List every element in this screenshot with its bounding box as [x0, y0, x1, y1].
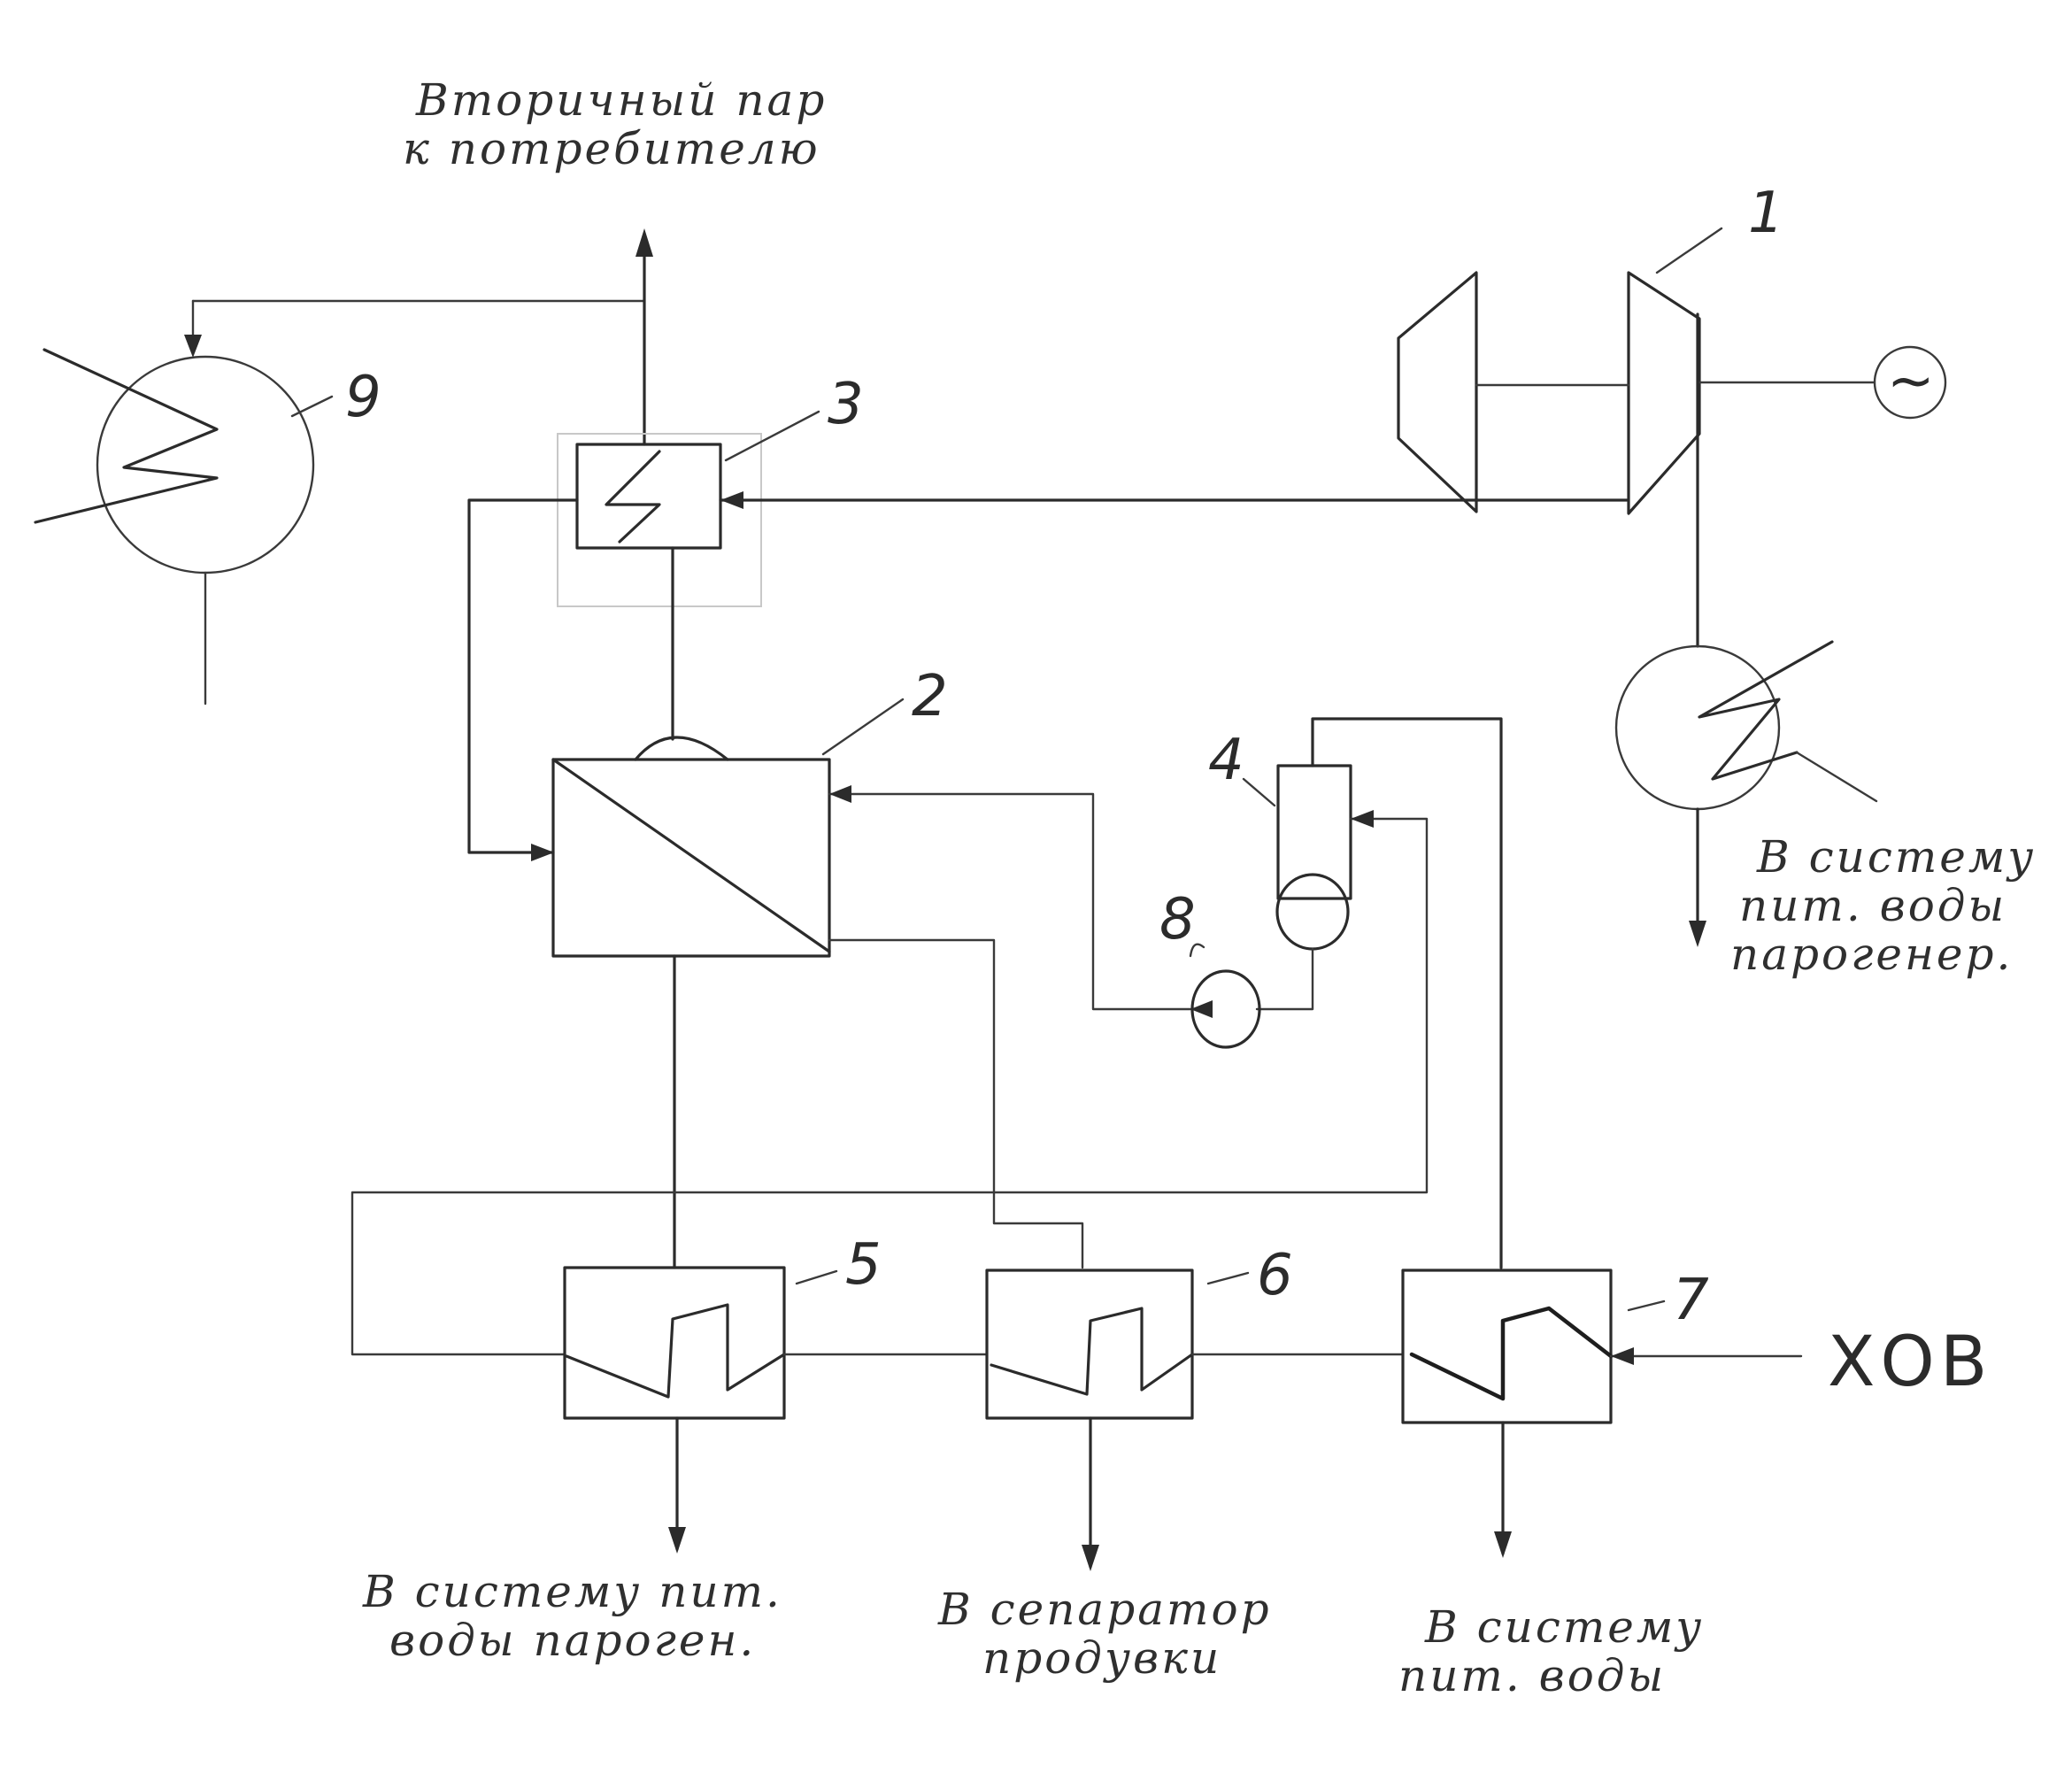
turbine-cone-right — [1627, 271, 1701, 515]
loop-5-to-4 — [350, 817, 1429, 1356]
arrow-into-4 — [1351, 810, 1374, 828]
arrow-down-5 — [668, 1527, 686, 1554]
separator-4-top-line — [1311, 717, 1503, 1269]
evaporator-2: 2 — [551, 664, 948, 958]
exchanger-9-coil — [34, 348, 219, 524]
label-number-4: 4 — [1208, 728, 1244, 793]
label-number-2: 2 — [912, 664, 948, 729]
separator-4: 4 — [1208, 717, 1503, 1269]
label-secondary-steam-line1: Вторичный пар — [415, 74, 827, 126]
label-number-6: 6 — [1257, 1243, 1293, 1308]
exchanger-5-box — [563, 1266, 786, 1420]
exchanger-7-box — [1401, 1269, 1613, 1424]
label-b5-line1: В систему пит. — [362, 1566, 782, 1617]
separator-4-drain — [1255, 947, 1314, 1011]
heat-exchanger-3: 3 — [557, 372, 864, 607]
label-b7-line2: пит. воды — [1398, 1650, 1666, 1701]
condenser-right-coil — [1698, 640, 1834, 781]
turbine-cone-left — [1397, 271, 1478, 513]
leader-5 — [795, 1269, 838, 1285]
label-b6-line1: В сепаратор — [937, 1584, 1272, 1635]
leader-8 — [1189, 943, 1205, 958]
separator-4-bottom — [1275, 873, 1350, 951]
label-right-line1: В систему — [1756, 831, 2036, 883]
leader-6 — [1206, 1271, 1250, 1285]
heat-exchanger-5: 5 — [563, 1232, 882, 1554]
arrow-into-7 — [1611, 1347, 1634, 1365]
leader-1 — [1655, 227, 1723, 274]
arrow-into-9 — [184, 335, 202, 358]
evaporator-2-dome — [634, 736, 729, 761]
label-number-5: 5 — [845, 1232, 882, 1298]
label-number-3: 3 — [828, 372, 864, 437]
leader-7 — [1627, 1299, 1666, 1312]
heat-exchanger-7: 7 — [1401, 1268, 1803, 1558]
exchanger-5-coil — [565, 1303, 786, 1399]
heat-exchanger-9: 9 — [34, 299, 646, 706]
arrow-down-7 — [1494, 1531, 1512, 1558]
heat-exchanger-6: 6 — [985, 1243, 1293, 1571]
exchanger-6-coil — [990, 1307, 1194, 1396]
exchanger-3-box — [575, 443, 722, 550]
leader-2 — [821, 698, 905, 756]
evaporator-2-box — [551, 758, 831, 958]
label-right-line2: пит. воды — [1739, 880, 2007, 931]
leader-9 — [290, 395, 334, 418]
condenser-right-coil-out — [1795, 751, 1878, 803]
arrow-up-secondary-steam — [635, 228, 653, 257]
generator-symbol: ~ — [1887, 349, 1935, 414]
arrow-into-2-right — [829, 785, 851, 803]
arrow-into-2 — [531, 844, 554, 861]
line-2-to-6 — [828, 938, 1084, 1269]
loop-3-to-2 — [467, 498, 579, 854]
arrow-pump-8 — [1190, 1000, 1213, 1018]
label-xov: ХОВ — [1828, 1323, 1992, 1402]
arrow-down-right-outlet — [1689, 921, 1706, 947]
label-number-1: 1 — [1748, 181, 1784, 246]
label-b6-line2: продувки — [982, 1632, 1221, 1684]
label-secondary-steam-line2: к потребителю — [403, 123, 820, 174]
label-right-line3: парогенер. — [1730, 929, 2013, 980]
label-b7-line1: В систему — [1424, 1601, 1704, 1653]
exchanger-3-coil — [605, 450, 661, 544]
label-number-9: 9 — [345, 365, 381, 430]
arrow-down-6 — [1082, 1545, 1099, 1571]
leader-4 — [1242, 777, 1276, 807]
turbine-unit-1: ~ 1 — [1397, 181, 1947, 648]
label-number-7: 7 — [1673, 1268, 1709, 1333]
pump-8: 8 — [1159, 887, 1261, 1049]
leader-3 — [724, 410, 820, 462]
generator — [1873, 345, 1947, 420]
exchanger-7-coil — [1409, 1306, 1614, 1401]
exchanger-3-faint-outline — [557, 433, 762, 607]
label-b5-line2: воды пароген. — [389, 1615, 756, 1666]
arrow-into-3 — [720, 491, 743, 509]
condenser-right — [1614, 640, 1878, 947]
separator-4-box — [1276, 764, 1352, 900]
line-8-to-2 — [828, 792, 1192, 1011]
label-number-8: 8 — [1159, 887, 1196, 952]
evaporator-2-diagonal — [551, 758, 831, 953]
